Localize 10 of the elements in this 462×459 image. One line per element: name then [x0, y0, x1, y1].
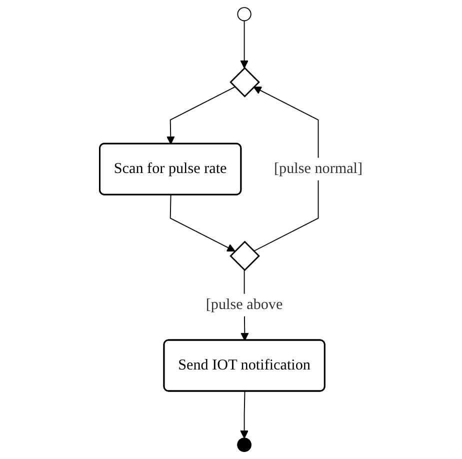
arrow — [166, 86, 236, 144]
arrow — [240, 20, 248, 68]
arrow — [240, 391, 248, 439]
edge-label: [pulse normal] — [274, 160, 362, 177]
node-circle — [237, 7, 252, 22]
edge-label: [pulse above — [206, 296, 283, 313]
arrow — [170, 194, 236, 252]
node-diamond — [229, 67, 260, 98]
arrow — [253, 86, 319, 252]
node-diamond — [229, 240, 260, 272]
